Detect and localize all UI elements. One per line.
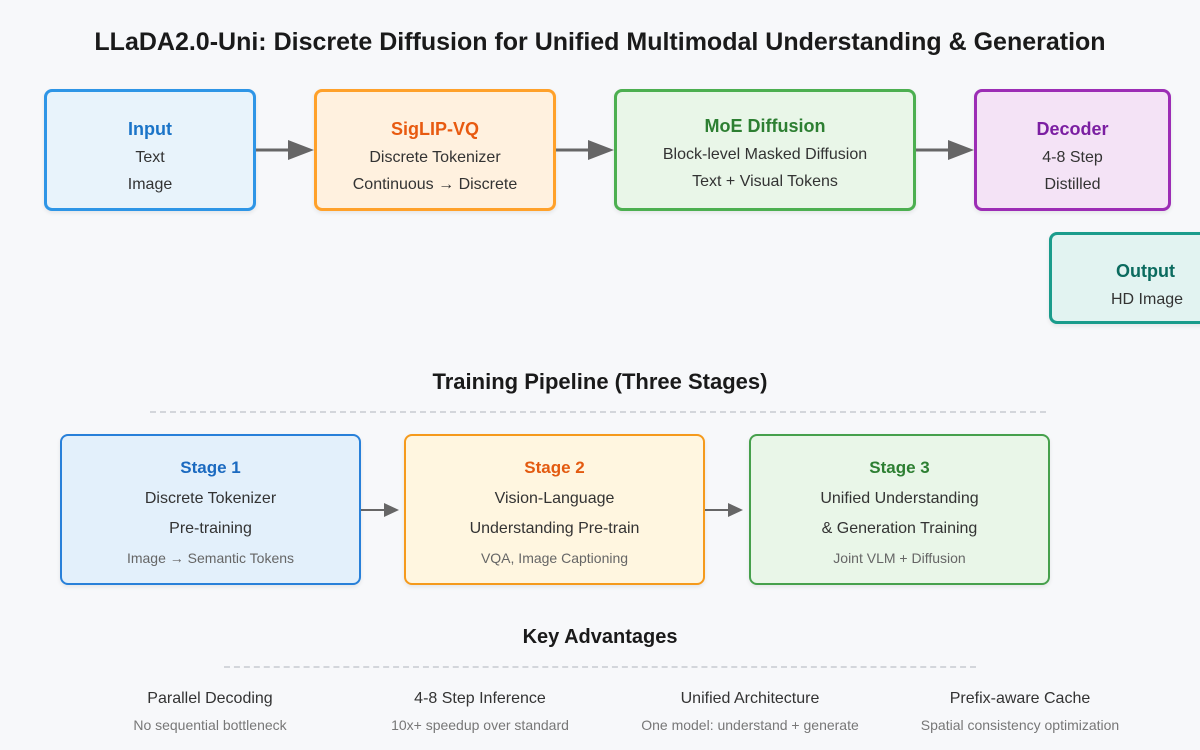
stage-3-line-2: & Generation Training xyxy=(821,520,978,537)
advantage-desc: Spatial consistency optimization xyxy=(920,717,1120,733)
advantage-item: Parallel Decoding No sequential bottlene… xyxy=(80,690,340,733)
stage-2-heading: Stage 2 xyxy=(524,458,585,477)
stage-1-box: Stage 1 Discrete Tokenizer Pre-training … xyxy=(60,434,361,585)
arrowhead-input-to-tokenizer xyxy=(288,140,314,160)
stage-3-line-1: Unified Understanding xyxy=(820,490,979,507)
stage-3-box: Stage 3 Unified Understanding & Generati… xyxy=(749,434,1050,585)
output-box: Output HD Image xyxy=(1049,232,1200,324)
stage-2-note: VQA, Image Captioning xyxy=(480,550,629,566)
stage-1-line-1: Discrete Tokenizer xyxy=(144,490,277,507)
output-line-1: HD Image xyxy=(1111,291,1184,308)
siglip-vq-heading: SigLIP-VQ xyxy=(390,119,479,139)
advantage-desc: One model: understand + generate xyxy=(641,717,859,733)
input-line-image: Image xyxy=(127,176,173,193)
stage-3-note: Joint VLM + Diffusion xyxy=(833,550,966,566)
input-box: Input Text Image xyxy=(44,89,256,211)
moe-diffusion-line-2: Text + Visual Tokens xyxy=(692,173,838,190)
advantage-title: Unified Architecture xyxy=(680,690,820,707)
siglip-vq-box: SigLIP-VQ Discrete Tokenizer Continuous … xyxy=(314,89,556,211)
decoder-box: Decoder 4-8 Step Distilled xyxy=(974,89,1171,211)
moe-diffusion-box: MoE Diffusion Block-level Masked Diffusi… xyxy=(614,89,916,211)
arrowhead-stage1-to-stage2 xyxy=(384,503,399,517)
stage-2-box: Stage 2 Vision-Language Understanding Pr… xyxy=(404,434,705,585)
input-heading: Input xyxy=(128,119,172,139)
advantage-title: 4-8 Step Inference xyxy=(414,690,546,707)
training-divider xyxy=(150,411,1046,413)
training-pipeline-title: Training Pipeline (Three Stages) xyxy=(432,369,768,394)
stage-1-heading: Stage 1 xyxy=(180,458,241,477)
advantage-title: Parallel Decoding xyxy=(147,690,273,707)
stage-2-line-2: Understanding Pre-train xyxy=(469,520,640,537)
input-line-text: Text xyxy=(135,149,165,166)
arrowhead-tokenizer-to-moe xyxy=(588,140,614,160)
page-title: LLaDA2.0-Uni: Discrete Diffusion for Uni… xyxy=(94,28,1106,56)
siglip-vq-line-1: Discrete Tokenizer xyxy=(369,149,501,166)
output-heading: Output xyxy=(1116,261,1175,281)
decoder-heading: Decoder xyxy=(1036,119,1109,139)
decoder-line-1: 4-8 Step xyxy=(1042,149,1103,166)
decoder-line-2: Distilled xyxy=(1044,176,1101,193)
arrowhead-stage2-to-stage3 xyxy=(728,503,743,517)
advantage-item: Unified Architecture One model: understa… xyxy=(620,690,880,733)
stage-1-note: Image → Semantic Tokens xyxy=(126,550,295,566)
advantage-title: Prefix-aware Cache xyxy=(949,690,1091,707)
advantage-desc: 10x+ speedup over standard xyxy=(391,717,569,733)
advantages-divider xyxy=(224,666,976,668)
advantage-desc: No sequential bottleneck xyxy=(133,717,287,733)
stage-1-line-2: Pre-training xyxy=(169,520,252,537)
stage-2-line-1: Vision-Language xyxy=(494,490,615,507)
advantage-item: Prefix-aware Cache Spatial consistency o… xyxy=(890,690,1150,733)
arrowhead-moe-to-decoder xyxy=(948,140,974,160)
siglip-vq-line-2: Continuous → Discrete xyxy=(352,176,518,193)
stage-3-heading: Stage 3 xyxy=(869,458,930,477)
moe-diffusion-line-1: Block-level Masked Diffusion xyxy=(662,146,868,163)
key-advantages-title: Key Advantages xyxy=(522,626,678,648)
moe-diffusion-heading: MoE Diffusion xyxy=(704,116,826,136)
advantage-item: 4-8 Step Inference 10x+ speedup over sta… xyxy=(350,690,610,733)
